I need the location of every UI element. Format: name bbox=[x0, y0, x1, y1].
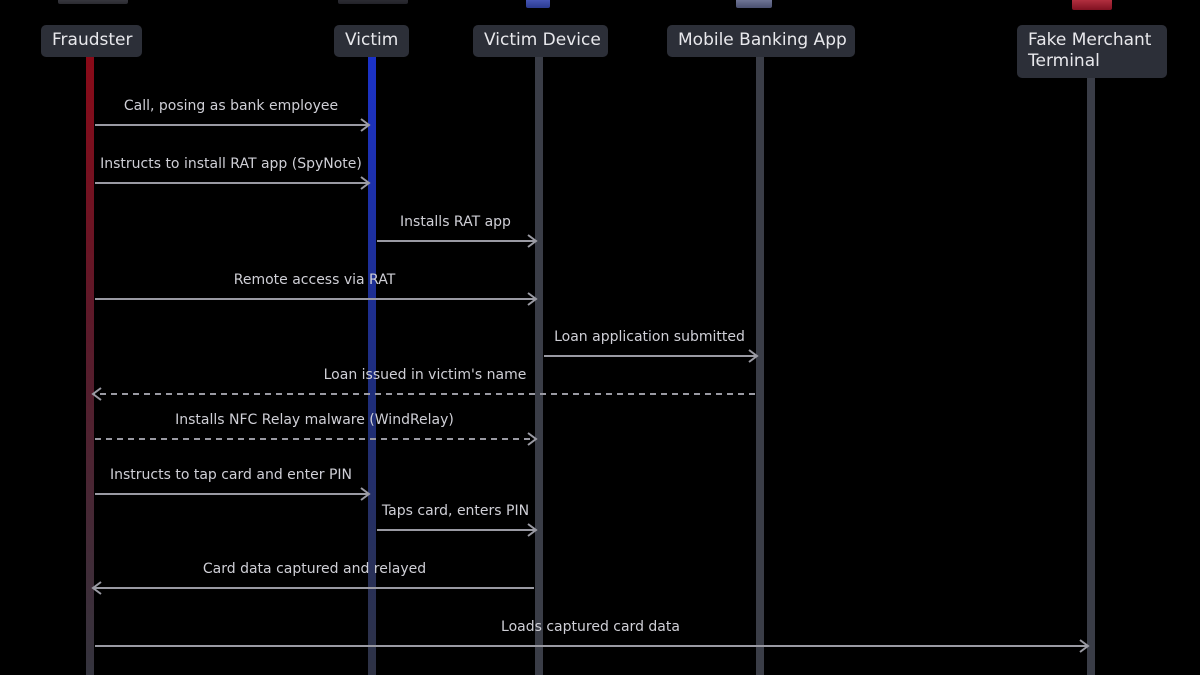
message-10: Card data captured and relayed bbox=[91, 561, 534, 595]
arrowhead-icon bbox=[360, 487, 371, 501]
arrowhead-icon bbox=[748, 349, 759, 363]
arrowhead-icon bbox=[360, 118, 371, 132]
lifeline-mobile-banking bbox=[756, 57, 764, 675]
actor-label: Victim Device bbox=[484, 30, 601, 50]
message-label: Loads captured card data bbox=[501, 619, 680, 635]
lifeline-fraudster bbox=[86, 57, 94, 675]
actor-fake-merchant-terminal: Fake Merchant Terminal bbox=[1017, 25, 1167, 78]
message-11: Loads captured card data bbox=[95, 619, 1090, 653]
actor-victim: Victim bbox=[334, 25, 409, 57]
arrowhead-icon bbox=[91, 387, 102, 401]
message-label: Instructs to install RAT app (SpyNote) bbox=[100, 156, 362, 172]
arrowhead-icon bbox=[527, 234, 538, 248]
message-7: Installs NFC Relay malware (WindRelay) bbox=[95, 412, 538, 446]
arrowhead-icon bbox=[1079, 639, 1090, 653]
message-5: Loan application submitted bbox=[544, 329, 759, 363]
arrowhead-icon bbox=[91, 581, 102, 595]
banking-app-icon bbox=[736, 0, 772, 8]
device-icon bbox=[526, 0, 550, 8]
actor-mobile-banking-app: Mobile Banking App bbox=[667, 25, 855, 57]
message-label: Instructs to tap card and enter PIN bbox=[110, 467, 352, 483]
message-4: Remote access via RAT bbox=[95, 272, 538, 306]
message-label: Taps card, enters PIN bbox=[381, 503, 529, 519]
lifeline-victim bbox=[368, 57, 376, 675]
actor-fraudster: Fraudster bbox=[41, 25, 142, 57]
arrowhead-icon bbox=[360, 176, 371, 190]
actor-label: Victim bbox=[345, 30, 399, 50]
message-label: Card data captured and relayed bbox=[203, 561, 426, 577]
actor-victim-device: Victim Device bbox=[473, 25, 608, 57]
merchant-terminal-icon bbox=[1072, 0, 1112, 10]
message-8: Instructs to tap card and enter PIN bbox=[95, 467, 371, 501]
message-label: Installs RAT app bbox=[400, 214, 511, 230]
arrowhead-icon bbox=[527, 292, 538, 306]
message-label: Remote access via RAT bbox=[234, 272, 396, 288]
message-2: Instructs to install RAT app (SpyNote) bbox=[95, 156, 371, 190]
message-label: Installs NFC Relay malware (WindRelay) bbox=[175, 412, 454, 428]
lifeline-fake-merchant bbox=[1087, 78, 1095, 675]
actor-label: Mobile Banking App bbox=[678, 30, 847, 50]
message-label: Loan issued in victim's name bbox=[324, 367, 527, 383]
message-3: Installs RAT app bbox=[377, 214, 538, 248]
fraudster-icon bbox=[58, 0, 128, 4]
message-6: Loan issued in victim's name bbox=[91, 367, 755, 401]
victim-icon bbox=[338, 0, 408, 4]
message-label: Call, posing as bank employee bbox=[124, 98, 338, 114]
arrowhead-icon bbox=[527, 523, 538, 537]
message-label: Loan application submitted bbox=[554, 329, 745, 345]
message-9: Taps card, enters PIN bbox=[377, 503, 538, 537]
actor-label: Fake Merchant Terminal bbox=[1028, 30, 1152, 71]
actor-label: Fraudster bbox=[52, 30, 133, 50]
lifeline-victim-device bbox=[535, 57, 543, 675]
arrowhead-icon bbox=[527, 432, 538, 446]
message-1: Call, posing as bank employee bbox=[95, 98, 371, 132]
